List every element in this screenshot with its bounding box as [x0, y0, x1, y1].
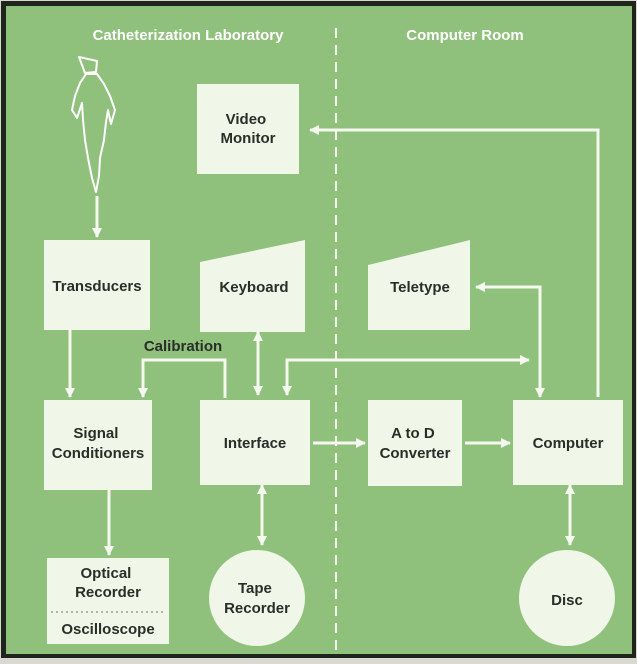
interface-block: [200, 400, 310, 485]
signal-conditioners-label: Signal Conditioners: [52, 425, 145, 462]
blocks: [44, 84, 623, 646]
header-computer-room: Computer Room: [406, 27, 524, 44]
keyboard-block: [200, 240, 305, 332]
video-monitor-block: [197, 84, 299, 174]
teletype-block: [368, 240, 470, 330]
teletype-label: Teletype: [390, 279, 450, 296]
signal-conditioners-label-line-2: Conditioners: [52, 445, 145, 462]
a-to-d-converter-label-line-2: Converter: [380, 445, 451, 462]
disc-label: Disc: [551, 592, 583, 609]
interface-computer-bus: [282, 355, 530, 396]
calibration-label: Calibration: [144, 338, 222, 355]
video-monitor-label-line-2: Monitor: [221, 130, 276, 147]
optical-recorder-label-line-2: Recorder: [75, 584, 141, 601]
keyboard-label: Keyboard: [219, 279, 288, 296]
disc-block: [519, 550, 615, 646]
tape-recorder-label-line-2: Recorder: [224, 600, 290, 617]
connections: [65, 125, 600, 556]
header-catheterization-laboratory: Catheterization Laboratory: [93, 27, 285, 44]
optical-recorder-block: [47, 558, 169, 644]
transducers-label: Transducers: [52, 278, 141, 295]
video-monitor-label-line-1: Video: [226, 111, 267, 128]
interface-label: Interface: [224, 435, 287, 452]
tape-recorder-block: [209, 550, 305, 646]
computer-label: Computer: [533, 435, 604, 452]
patient-figure: [71, 56, 116, 193]
computer-to-video-monitor-line: [309, 125, 600, 397]
a-to-d-converter-label: A to D Converter: [380, 425, 451, 462]
video-monitor-label: Video Monitor: [221, 111, 276, 147]
optical-recorder-label: Optical Recorder: [75, 565, 141, 601]
computer-teletype-link: [475, 282, 545, 398]
optical-recorder-label-line-1: Optical: [80, 565, 131, 582]
oscilloscope-label: Oscilloscope: [61, 621, 154, 638]
tape-recorder-label-line-1: Tape: [238, 580, 272, 597]
a-to-d-converter-label-line-1: A to D: [391, 425, 435, 442]
a-to-d-converter-block: [368, 400, 462, 486]
computer-block: [513, 400, 623, 485]
transducers-block: [44, 240, 150, 330]
calibration-line: [138, 358, 227, 398]
signal-conditioners-block: [44, 400, 152, 490]
signal-conditioners-label-line-1: Signal: [73, 425, 118, 442]
tape-recorder-label: Tape Recorder: [224, 580, 290, 617]
